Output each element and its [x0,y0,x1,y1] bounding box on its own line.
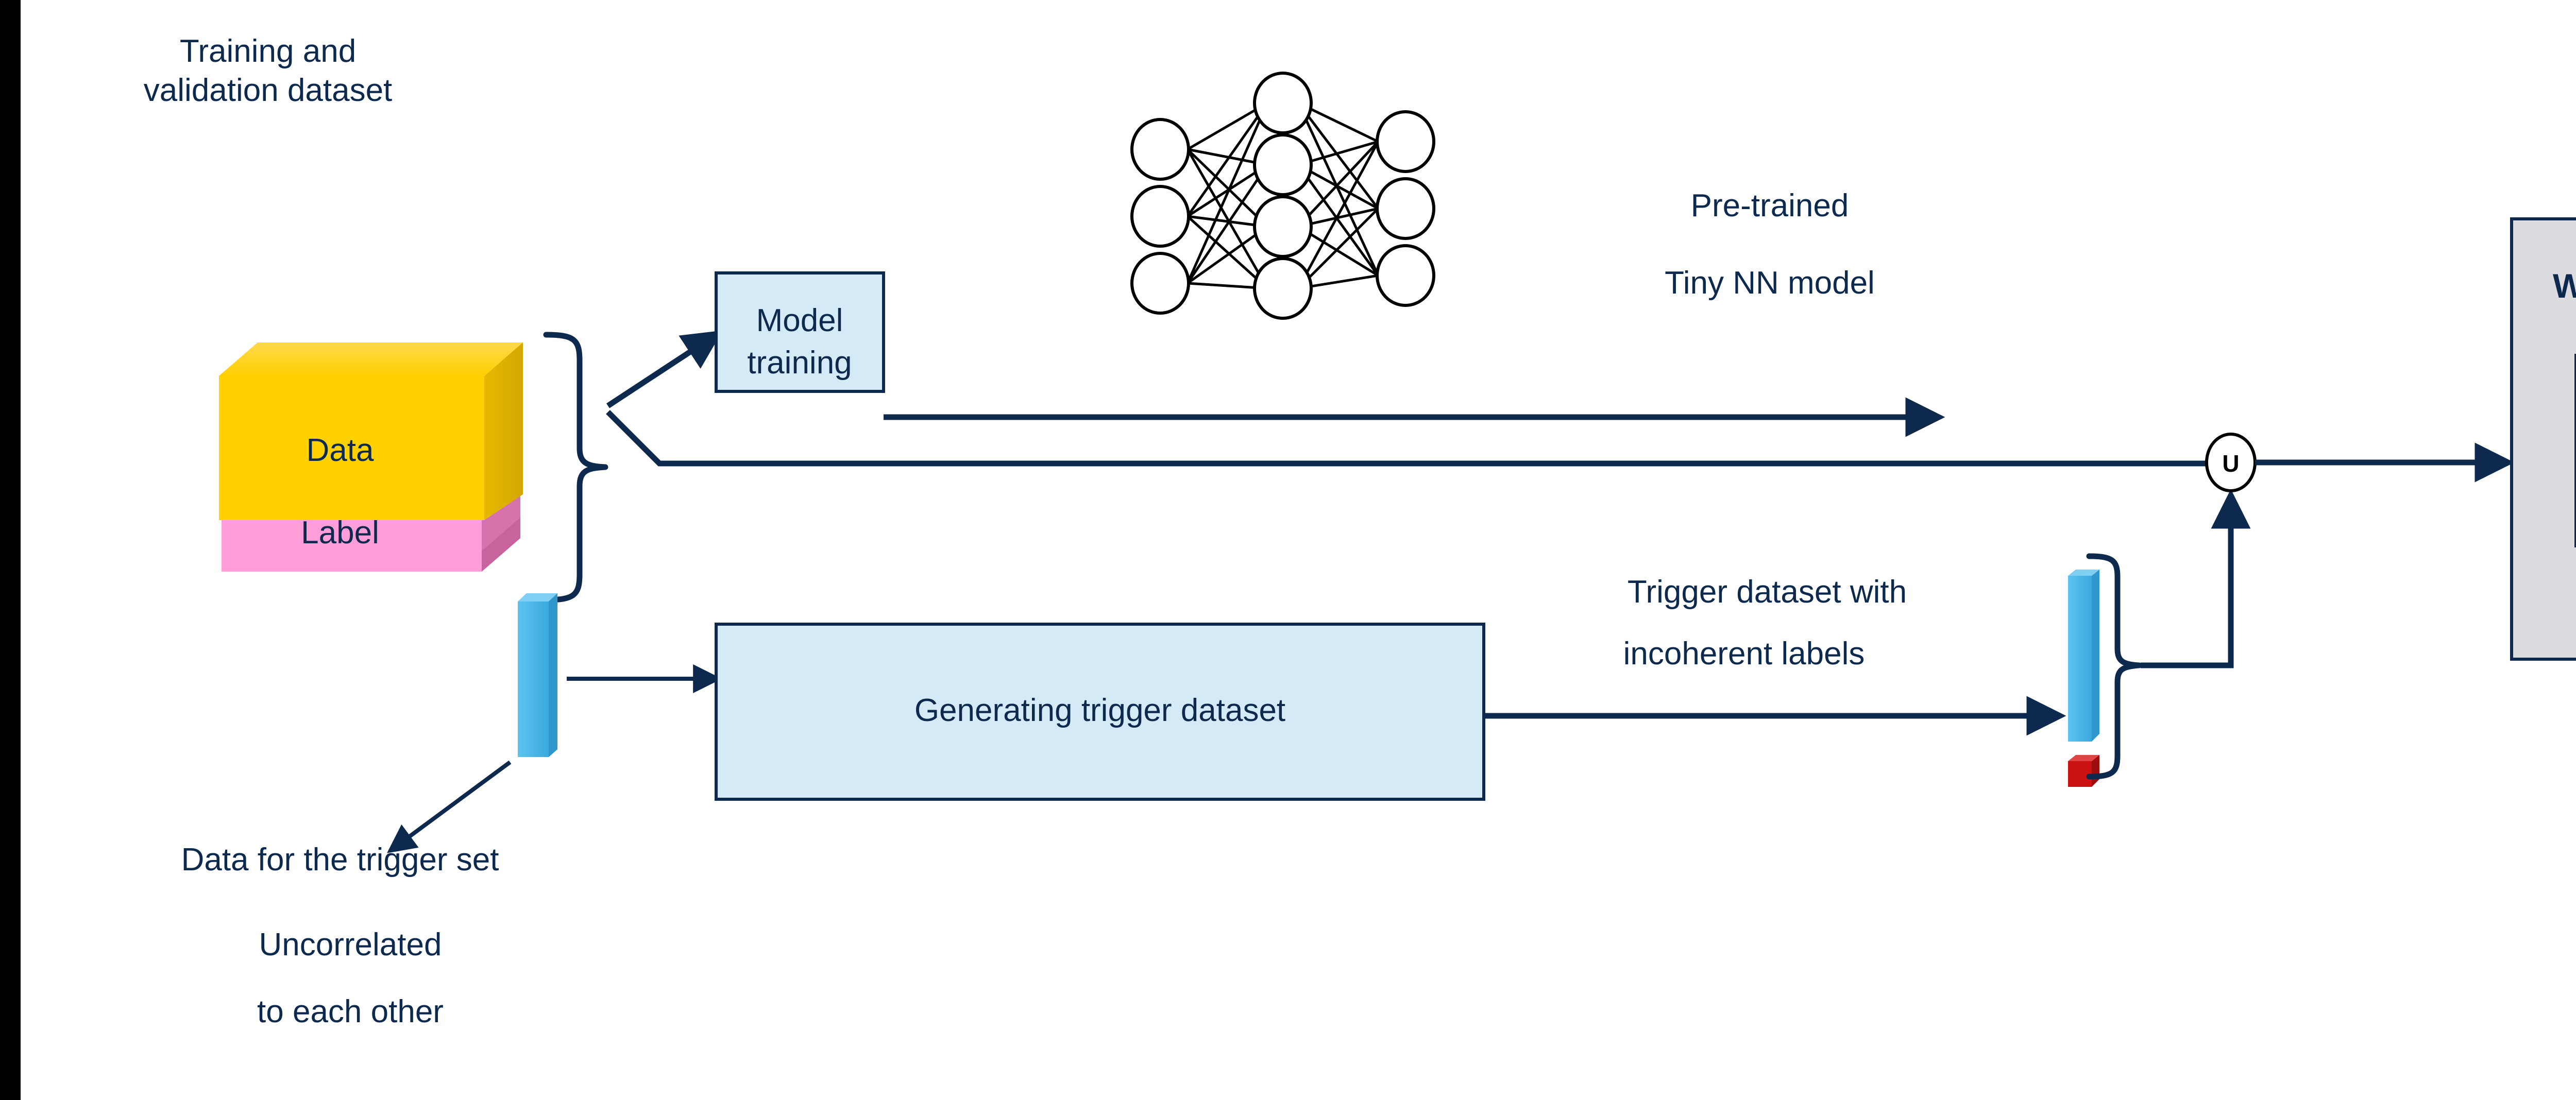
trigger-dataset-caption: Trigger dataset with incoherent labels [1623,574,1907,672]
pretrained-node-input-2 [1130,185,1190,248]
label-slab-face [222,515,482,551]
dataset-brace [543,332,608,603]
training-dataset-cube: Label Data [219,342,523,572]
watermark-embedding-rect[interactable] [2510,217,2576,661]
model-training-box[interactable]: Model training [715,271,885,393]
edge-dataset-to-model-training [606,330,723,408]
trigger-bar-top [518,593,557,601]
trigger-data-caption: Data for the trigger set Uncorrelated to… [181,842,499,1029]
model-training-line1: Model [756,303,843,338]
uncorrelated-line2: to each other [257,994,444,1029]
pretrained-node-input-1 [1130,118,1190,181]
union-node: U [2205,433,2257,492]
uncorrelated-line1: Uncorrelated [259,927,442,963]
edge-dataset-to-union [606,410,2231,467]
dataset-caption: Training and validation dataset [144,33,393,108]
data-cube-side [484,342,523,520]
pretrained-tiny-nn-icon [1130,72,1435,320]
cube-label-text: Label [301,515,379,551]
pretrained-caption: Pre-trained Tiny NN model [1665,188,1875,301]
trigger-bar-front [518,601,549,757]
generating-trigger-label: Generating trigger dataset [914,693,1285,728]
edge-trigger-dataset-to-union [2141,489,2251,668]
pretrained-node-hidden-3 [1253,195,1313,258]
trigger-dataset-line2: incoherent labels [1623,636,1865,672]
pretrained-caption-line1: Pre-trained [1691,188,1849,224]
dataset-bar-top [2068,570,2099,576]
cube-data-text: Data [307,433,374,468]
trigger-dataset-brace [2086,553,2142,780]
trigger-data-bar [518,593,557,757]
trigger-dataset-bars [2068,570,2099,787]
pretrained-caption-line2: Tiny NN model [1665,265,1875,301]
pretrained-node-hidden-2 [1253,133,1313,196]
dataset-split-edges [606,330,2231,467]
trigger-data-caption-text: Data for the trigger set [181,842,499,878]
left-black-margin [0,0,21,1100]
label-slab-side [482,512,520,572]
trigger-dataset-line1: Trigger dataset with [1628,574,1907,610]
dataset-redbar-front [2068,761,2092,787]
pretrained-node-hidden-1 [1253,72,1313,134]
model-training-rect[interactable] [715,271,885,393]
data-cube-front [219,376,484,520]
watermark-embedding-panel[interactable]: Watermark embedding Model training [2510,217,2576,661]
dataset-bar-front [2068,576,2092,742]
data-cube-top [219,342,523,376]
model-training-line2: training [747,345,852,381]
trigger-bar-side [549,593,557,757]
dataset-caption-line2: validation dataset [144,73,393,108]
pretrained-node-input-3 [1130,252,1190,315]
dataset-caption-line1: Training and [180,33,356,69]
watermark-embedding-title: Watermark embedding [2553,267,2576,305]
label-slab-front [222,546,482,572]
union-symbol: U [2222,450,2239,477]
pretrained-node-output-3 [1376,244,1435,307]
dataset-bar-side [2092,570,2099,742]
edge-bar-to-trigger-caption [386,760,512,853]
pretrained-node-hidden-4 [1253,257,1313,320]
dataset-redbar-top [2068,755,2099,761]
generating-trigger-rect[interactable] [715,623,1485,801]
pretrained-node-output-2 [1376,177,1435,240]
generating-trigger-dataset-box[interactable]: Generating trigger dataset [715,623,1485,801]
pretrained-node-output-1 [1376,110,1435,173]
